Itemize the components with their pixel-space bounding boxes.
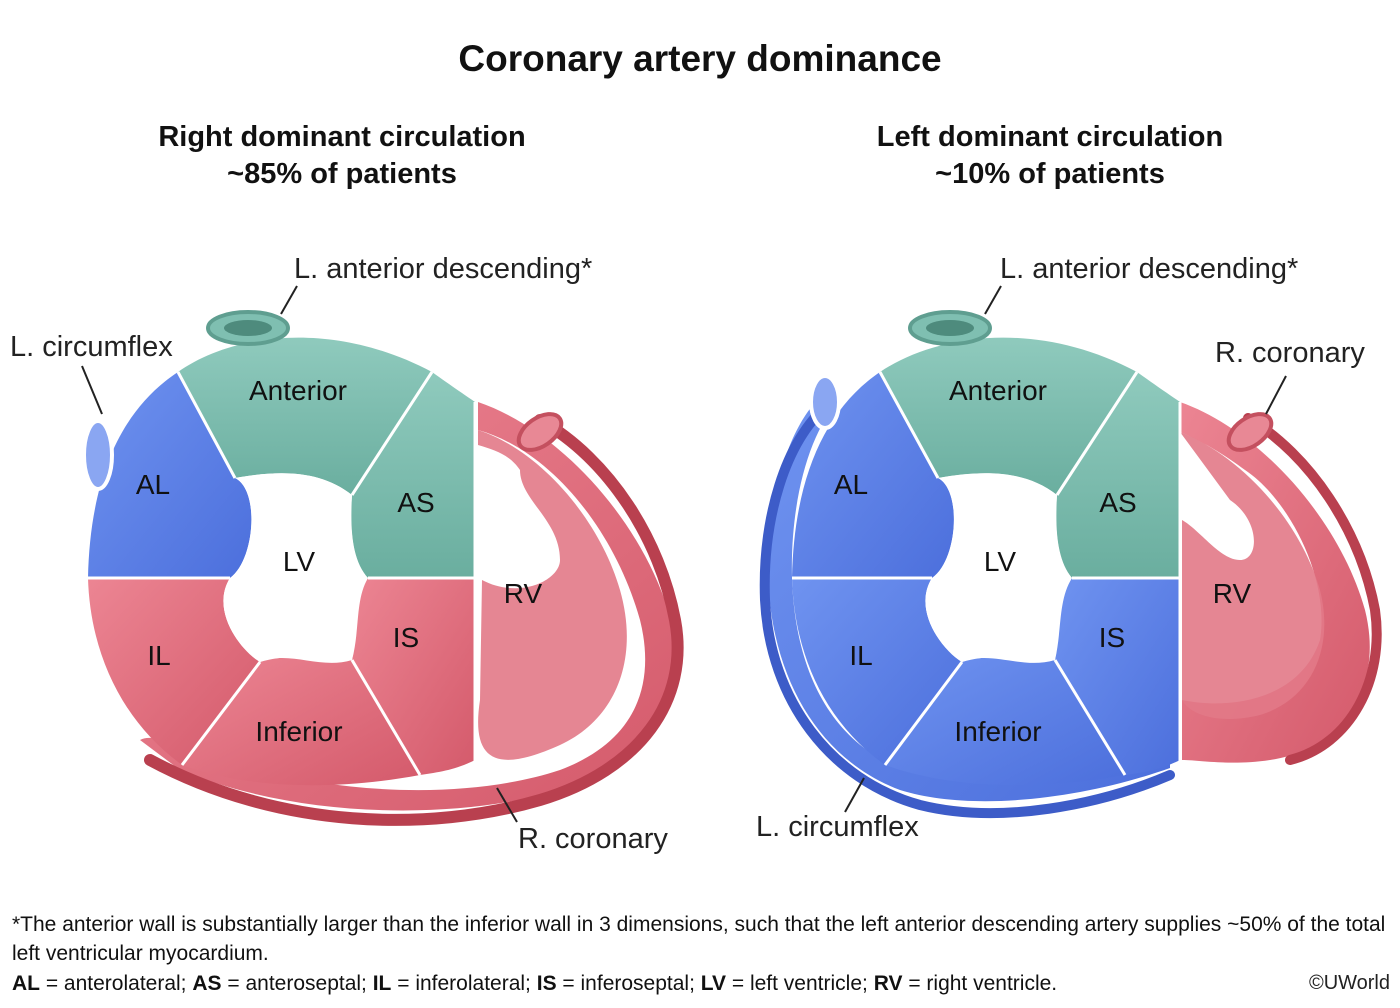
lad-lumen xyxy=(926,320,974,336)
figure-title: Coronary artery dominance xyxy=(458,38,942,79)
right-coronary-artery xyxy=(1243,413,1382,765)
lad-lumen xyxy=(224,320,272,336)
label-as: AS xyxy=(397,487,434,518)
callout-lcx: L. circumflex xyxy=(756,811,919,843)
callout-lad-leader xyxy=(280,285,298,315)
segment-dividers xyxy=(792,371,1182,776)
label-is: IS xyxy=(393,622,419,653)
label-inferior: Inferior xyxy=(954,716,1041,747)
right-dominant-heart-section: Anterior AL AS LV RV IL IS Inferior L. a… xyxy=(10,253,684,855)
footnote: *The anterior wall is substantially larg… xyxy=(12,913,1386,965)
callout-lad-leader xyxy=(984,285,1002,315)
callout-lcx-leader xyxy=(81,365,103,415)
anterior-segment xyxy=(178,337,432,495)
callout-lcx-leader xyxy=(844,777,865,813)
legend-abbr: AS xyxy=(192,972,222,995)
legend-def: = anterolateral; xyxy=(40,972,193,995)
anteroseptal-segment xyxy=(351,372,475,578)
lv-cavity xyxy=(925,473,1072,663)
legend-abbr: AL xyxy=(12,972,40,995)
rv-inner-wall xyxy=(478,430,627,760)
right-coronary-ostium xyxy=(1226,412,1274,452)
label-is: IS xyxy=(1099,622,1125,653)
lcx-artery xyxy=(809,374,841,430)
legend-abbr: RV xyxy=(873,972,903,995)
right-coronary-ostium xyxy=(516,412,564,452)
right-coronary-artery xyxy=(144,414,684,826)
abbreviation-legend: AL = anterolateral; AS = anteroseptal; I… xyxy=(12,972,1057,996)
inferoseptal-segment xyxy=(1055,578,1180,775)
right-dominant-title: Right dominant circulation xyxy=(158,121,526,153)
label-rv: RV xyxy=(504,578,543,609)
legend-def: = inferolateral; xyxy=(391,972,537,995)
legend-def: = right ventricle. xyxy=(902,972,1058,995)
copyright-notice: ©UWorld xyxy=(1308,972,1390,994)
label-al: AL xyxy=(136,469,170,500)
anterior-segment xyxy=(880,337,1137,495)
label-lv: LV xyxy=(283,546,315,577)
left-dominant-title: Left dominant circulation xyxy=(876,121,1224,153)
left-dominant-percentage: ~10% of patients xyxy=(935,158,1165,190)
lcx-artery xyxy=(82,419,114,491)
label-anterior: Anterior xyxy=(249,375,347,406)
inferior-segment xyxy=(885,657,1125,786)
label-lv: LV xyxy=(984,546,1016,577)
left-dominant-heart-section: Anterior AL AS LV RV IL IS Inferior L. a… xyxy=(756,253,1382,843)
callout-rca-leader xyxy=(496,787,518,823)
anterolateral-segment xyxy=(88,372,252,578)
label-rv: RV xyxy=(1213,578,1252,609)
callout-lad: L. anterior descending* xyxy=(294,253,592,285)
legend-abbr: IL xyxy=(372,972,392,995)
callout-rca: R. coronary xyxy=(1215,337,1365,369)
legend-def: = left ventricle; xyxy=(726,972,874,995)
segment-dividers xyxy=(88,371,477,776)
label-al: AL xyxy=(834,469,868,500)
anteroseptal-segment xyxy=(1056,372,1180,578)
rv-free-wall xyxy=(1180,402,1370,763)
right-dominant-heading: Right dominant circulation ~85% of patie… xyxy=(62,119,622,193)
callout-rca: R. coronary xyxy=(518,823,668,855)
callout-lcx: L. circumflex xyxy=(10,331,173,363)
label-il: IL xyxy=(147,640,170,671)
label-inferior: Inferior xyxy=(255,716,342,747)
label-anterior: Anterior xyxy=(949,375,1047,406)
legend-def: = inferoseptal; xyxy=(556,972,701,995)
lv-cavity xyxy=(223,473,368,663)
rv-free-wall xyxy=(140,402,674,811)
left-circumflex-artery xyxy=(759,400,1175,819)
right-dominant-percentage: ~85% of patients xyxy=(227,158,457,190)
legend-abbr: IS xyxy=(536,972,557,995)
label-il: IL xyxy=(849,640,872,671)
inferior-segment xyxy=(182,657,420,786)
rv-inner-wall xyxy=(1180,432,1325,720)
left-dominant-heading: Left dominant circulation ~10% of patien… xyxy=(770,119,1330,193)
callout-lad: L. anterior descending* xyxy=(1000,253,1298,285)
label-as: AS xyxy=(1099,487,1136,518)
inferoseptal-segment xyxy=(352,578,475,775)
legend-def: = anteroseptal; xyxy=(221,972,373,995)
callout-rca-leader xyxy=(1265,375,1287,415)
legend-abbr: LV xyxy=(700,972,727,995)
